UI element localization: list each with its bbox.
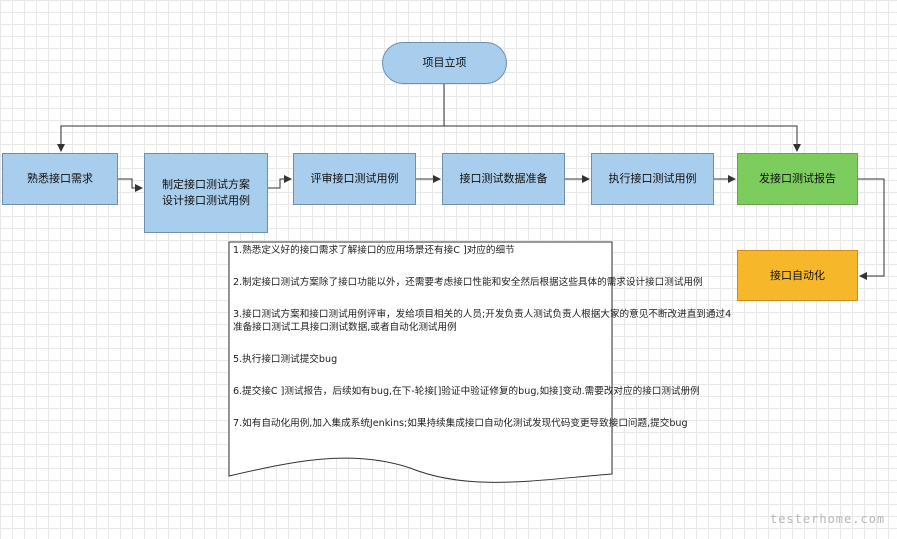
step-execute-cases: 执行接口测试用例: [591, 153, 714, 205]
note-line-1: 1.熟悉定义好的接口需求了解接口的应用场景还有接C ]对应的细节: [233, 245, 515, 256]
process-notes: 1.熟悉定义好的接口需求了解接口的应用场景还有接C ]对应的细节 2.制定接口测…: [233, 244, 732, 449]
note-line-6: 6.提交接C ]测试报告，后续如有bug,在下-轮接[]验证中验证修复的bug,…: [233, 386, 700, 397]
step-label: 执行接口测试用例: [608, 172, 697, 185]
start-node: 项目立项: [382, 42, 507, 84]
connector-s6-to-s7: [858, 178, 885, 280]
step-label-line1: 制定接口测试方案: [162, 178, 250, 191]
step-label: 接口自动化: [770, 268, 825, 282]
step-send-report: 发接口测试报告: [737, 153, 858, 205]
step-label: 接口测试数据准备: [459, 172, 548, 185]
connector-start-to-report: [444, 125, 801, 152]
note-line-2: 2.制定接口测试方案除了接口功能以外，还需要考虑接口性能和安全然后根据这些具体的…: [233, 277, 703, 288]
watermark: testerhome.com: [770, 512, 886, 526]
connector-s1-to-s2: [118, 178, 143, 192]
start-node-label: 项目立项: [422, 56, 467, 69]
step-automation: 接口自动化: [737, 250, 858, 301]
note-line-5: 5.执行接口测试提交bug: [233, 354, 338, 365]
note-shape: [228, 241, 613, 483]
step-label: 发接口测试报告: [759, 172, 836, 185]
connector-s2-to-s3: [268, 175, 292, 189]
note-line-3b: 准备接口测试工具接口测试数据,或者自动化测试用例: [233, 322, 457, 333]
step-plan-and-design: 制定接口测试方案 设计接口测试用例: [144, 153, 268, 233]
connector-start-branch: [57, 84, 445, 152]
step-prepare-data: 接口测试数据准备: [442, 153, 565, 205]
step-review-cases: 评审接口测试用例: [293, 153, 416, 205]
step-familiarize-requirements: 熟悉接口需求: [2, 153, 118, 205]
step-label: 熟悉接口需求: [27, 172, 93, 185]
step-label: 评审接口测试用例: [310, 172, 399, 185]
note-line-3a: 3.接口测试方案和接口测试用例评审，发给项目相关的人员;开发负责人测试负责人根据…: [233, 309, 732, 320]
step-label-line2: 设计接口测试用例: [162, 194, 250, 207]
note-line-7: 7.如有自动化用例,加入集成系统Jenkins;如果持续集成接口自动化测试发现代…: [233, 418, 688, 429]
